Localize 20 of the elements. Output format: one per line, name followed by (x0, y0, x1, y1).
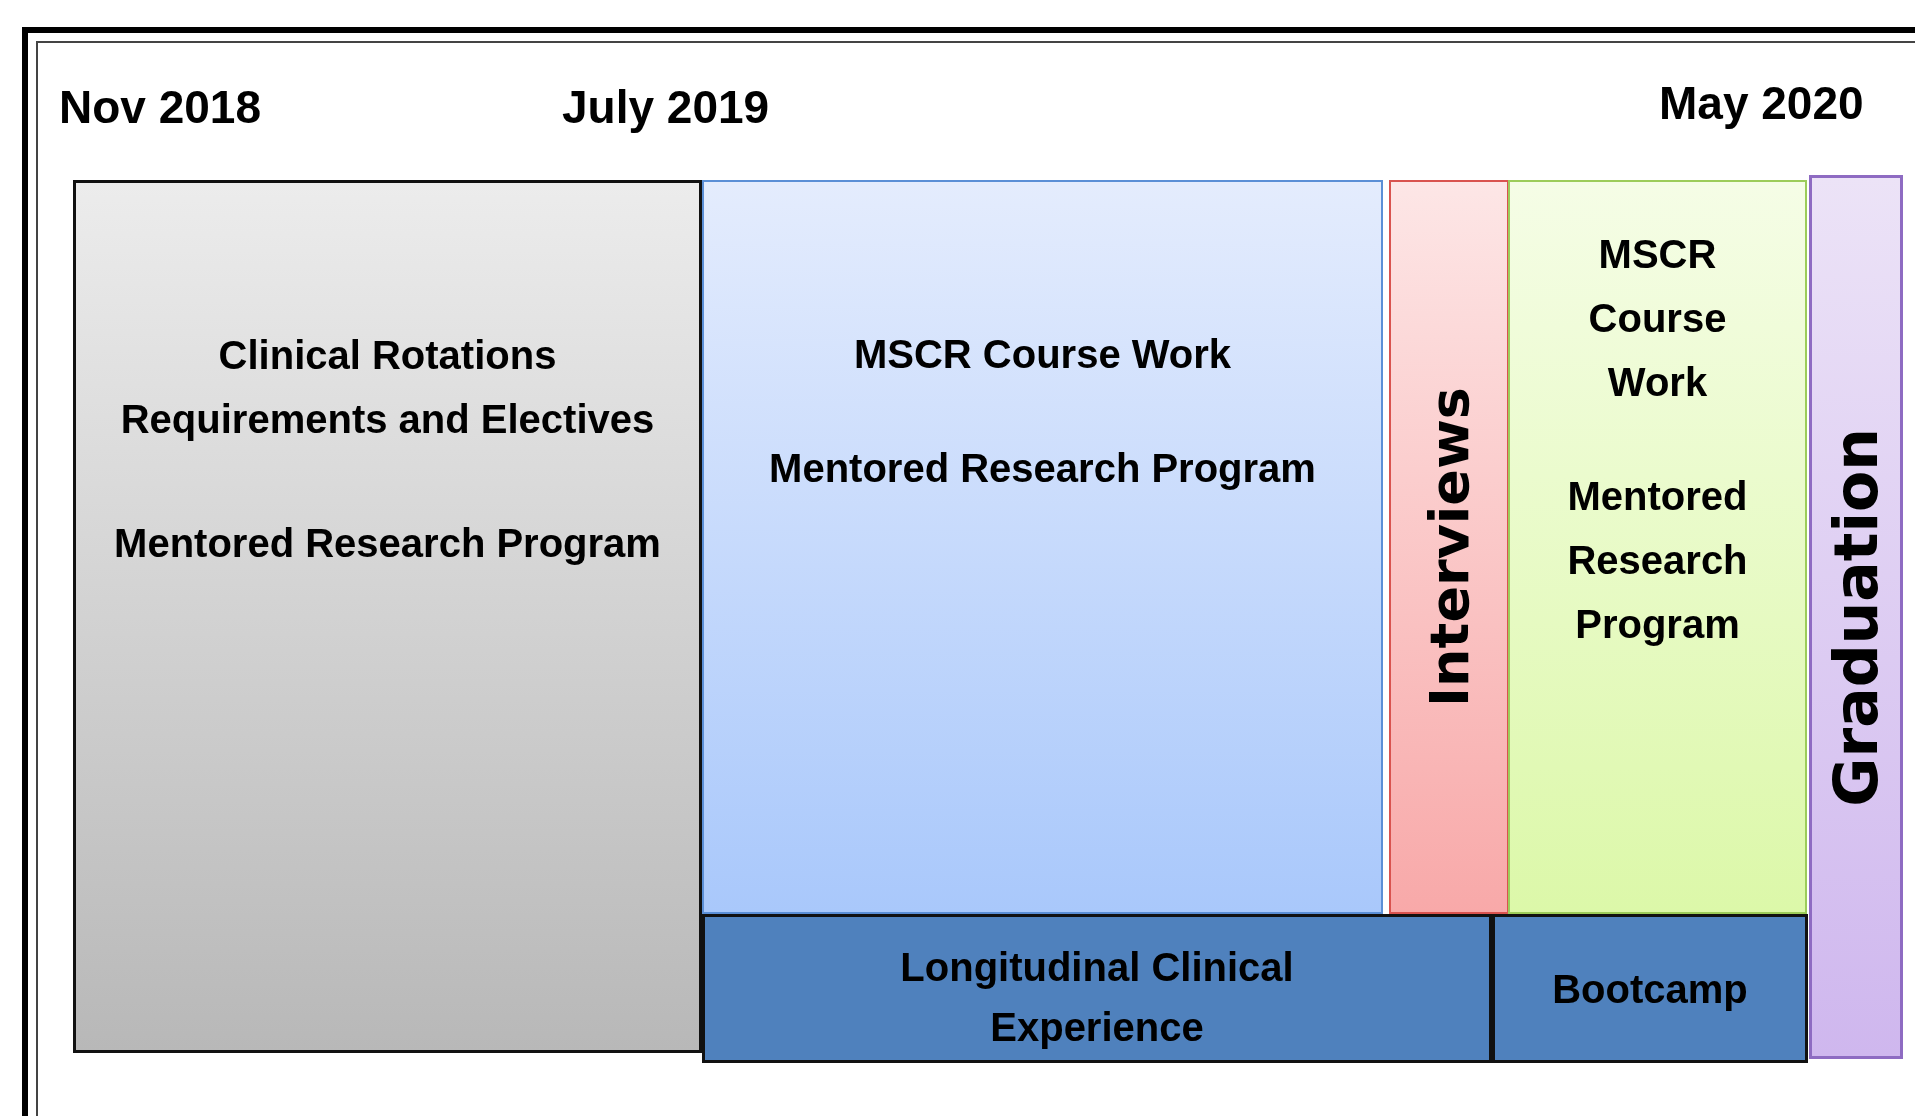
date-label: May 2020 (1659, 76, 1864, 130)
block-heading: Clinical Rotations Requirements and Electives (119, 332, 656, 443)
block-heading: MSCR Course Work (1587, 231, 1728, 406)
block-text: Mentored Research Program (114, 520, 661, 567)
vertical-label: Interviews (1417, 387, 1481, 707)
block-label: Longitudinal Clinical Experience (899, 944, 1295, 1051)
vertical-label: Graduation (1821, 427, 1891, 807)
phase-block (1809, 175, 1903, 1059)
block-heading: MSCR Course Work (853, 331, 1232, 378)
phase-block (702, 180, 1383, 914)
block-text: Mentored Research Program (1566, 473, 1749, 648)
block-text: Mentored Research Program (769, 445, 1316, 492)
phase-bar (702, 914, 1492, 1063)
phase-block (73, 180, 702, 1053)
phase-block (1389, 180, 1509, 914)
phase-bar (1492, 914, 1808, 1063)
block-label: Bootcamp (1552, 965, 1748, 1013)
date-label: Nov 2018 (59, 80, 261, 134)
date-label: July 2019 (562, 80, 770, 134)
phase-block (1508, 180, 1807, 914)
